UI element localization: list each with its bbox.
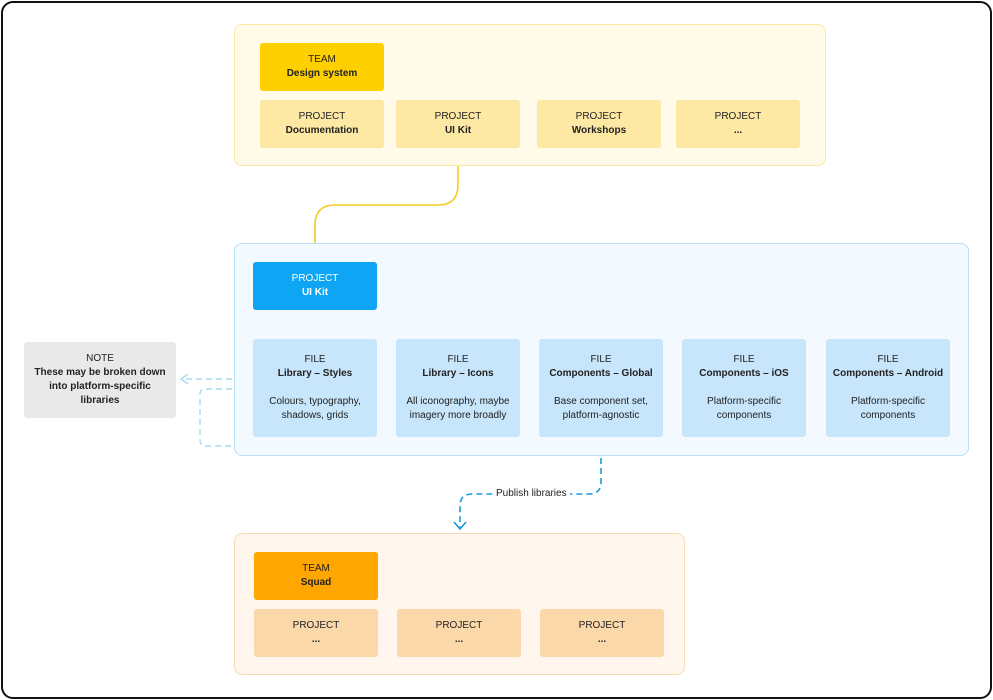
file-library-styles[interactable]: FILE Library – Styles Colours, typograph…: [253, 339, 377, 437]
note-arrow: [179, 373, 189, 385]
uikit-link-connector: [314, 148, 459, 258]
file-kind-label: FILE: [304, 354, 326, 365]
file-description: All iconography, maybe imagery more broa…: [406, 396, 510, 421]
team-name-label: Design system: [286, 68, 358, 79]
file-description: Platform-specific components: [851, 396, 925, 421]
team-kind-label: TEAM: [308, 54, 336, 65]
file-components-global[interactable]: FILE Components – Global Base component …: [539, 339, 663, 437]
file-kind-label: FILE: [590, 354, 612, 365]
project-kind-label: PROJECT: [434, 111, 482, 122]
project-documentation[interactable]: PROJECT Documentation: [260, 100, 384, 148]
publish-libraries-label: Publish libraries: [493, 488, 570, 499]
note-line: into platform-specific: [49, 381, 151, 392]
project-kind-label: PROJECT: [575, 111, 623, 122]
file-description: Base component set, platform-agnostic: [554, 396, 648, 421]
team-squad-header[interactable]: TEAM Squad: [254, 552, 378, 600]
file-name-label: Components – Global: [549, 368, 653, 379]
project-kind-label: PROJECT: [291, 273, 339, 284]
project-name-label: Workshops: [571, 125, 627, 136]
project-workshops[interactable]: PROJECT Workshops: [537, 100, 661, 148]
project-name-label: ...: [311, 634, 321, 645]
team-name-label: Squad: [300, 577, 332, 588]
file-kind-label: FILE: [447, 354, 469, 365]
note-line: libraries: [80, 395, 120, 406]
project-name-label: ...: [454, 634, 464, 645]
file-name-label: Library – Styles: [277, 368, 353, 379]
team-kind-label: TEAM: [302, 563, 330, 574]
file-components-ios[interactable]: FILE Components – iOS Platform-specific …: [682, 339, 806, 437]
file-components-android[interactable]: FILE Components – Android Platform-speci…: [826, 339, 950, 437]
project-ui-kit-header[interactable]: PROJECT UI Kit: [253, 262, 377, 310]
file-description: Platform-specific components: [707, 396, 781, 421]
project-kind-label: PROJECT: [578, 620, 626, 631]
project-name-label: UI Kit: [444, 125, 472, 136]
file-library-icons[interactable]: FILE Library – Icons All iconography, ma…: [396, 339, 520, 437]
project-kind-label: PROJECT: [435, 620, 483, 631]
project-ui-kit[interactable]: PROJECT UI Kit: [396, 100, 520, 148]
file-name-label: Components – Android: [832, 368, 944, 379]
project-kind-label: PROJECT: [292, 620, 340, 631]
project-kind-label: PROJECT: [714, 111, 762, 122]
file-kind-label: FILE: [877, 354, 899, 365]
file-kind-label: FILE: [733, 354, 755, 365]
publish-arrow: [453, 521, 467, 531]
squad-project[interactable]: PROJECT ...: [540, 609, 664, 657]
file-name-label: Components – iOS: [699, 368, 789, 379]
note-kind-label: NOTE: [86, 353, 114, 364]
project-name-label: Documentation: [285, 125, 359, 136]
project-name-label: ...: [597, 634, 607, 645]
file-name-label: Library – Icons: [422, 368, 494, 379]
squad-project[interactable]: PROJECT ...: [254, 609, 378, 657]
project-name-label: UI Kit: [301, 287, 329, 298]
note-box[interactable]: NOTE These may be broken down into platf…: [24, 342, 176, 418]
project-more[interactable]: PROJECT ...: [676, 100, 800, 148]
project-kind-label: PROJECT: [298, 111, 346, 122]
file-description: Colours, typography, shadows, grids: [269, 396, 361, 421]
squad-project[interactable]: PROJECT ...: [397, 609, 521, 657]
project-name-label: ...: [733, 125, 743, 136]
team-design-system-header[interactable]: TEAM Design system: [260, 43, 384, 91]
note-line: These may be broken down: [34, 367, 166, 378]
